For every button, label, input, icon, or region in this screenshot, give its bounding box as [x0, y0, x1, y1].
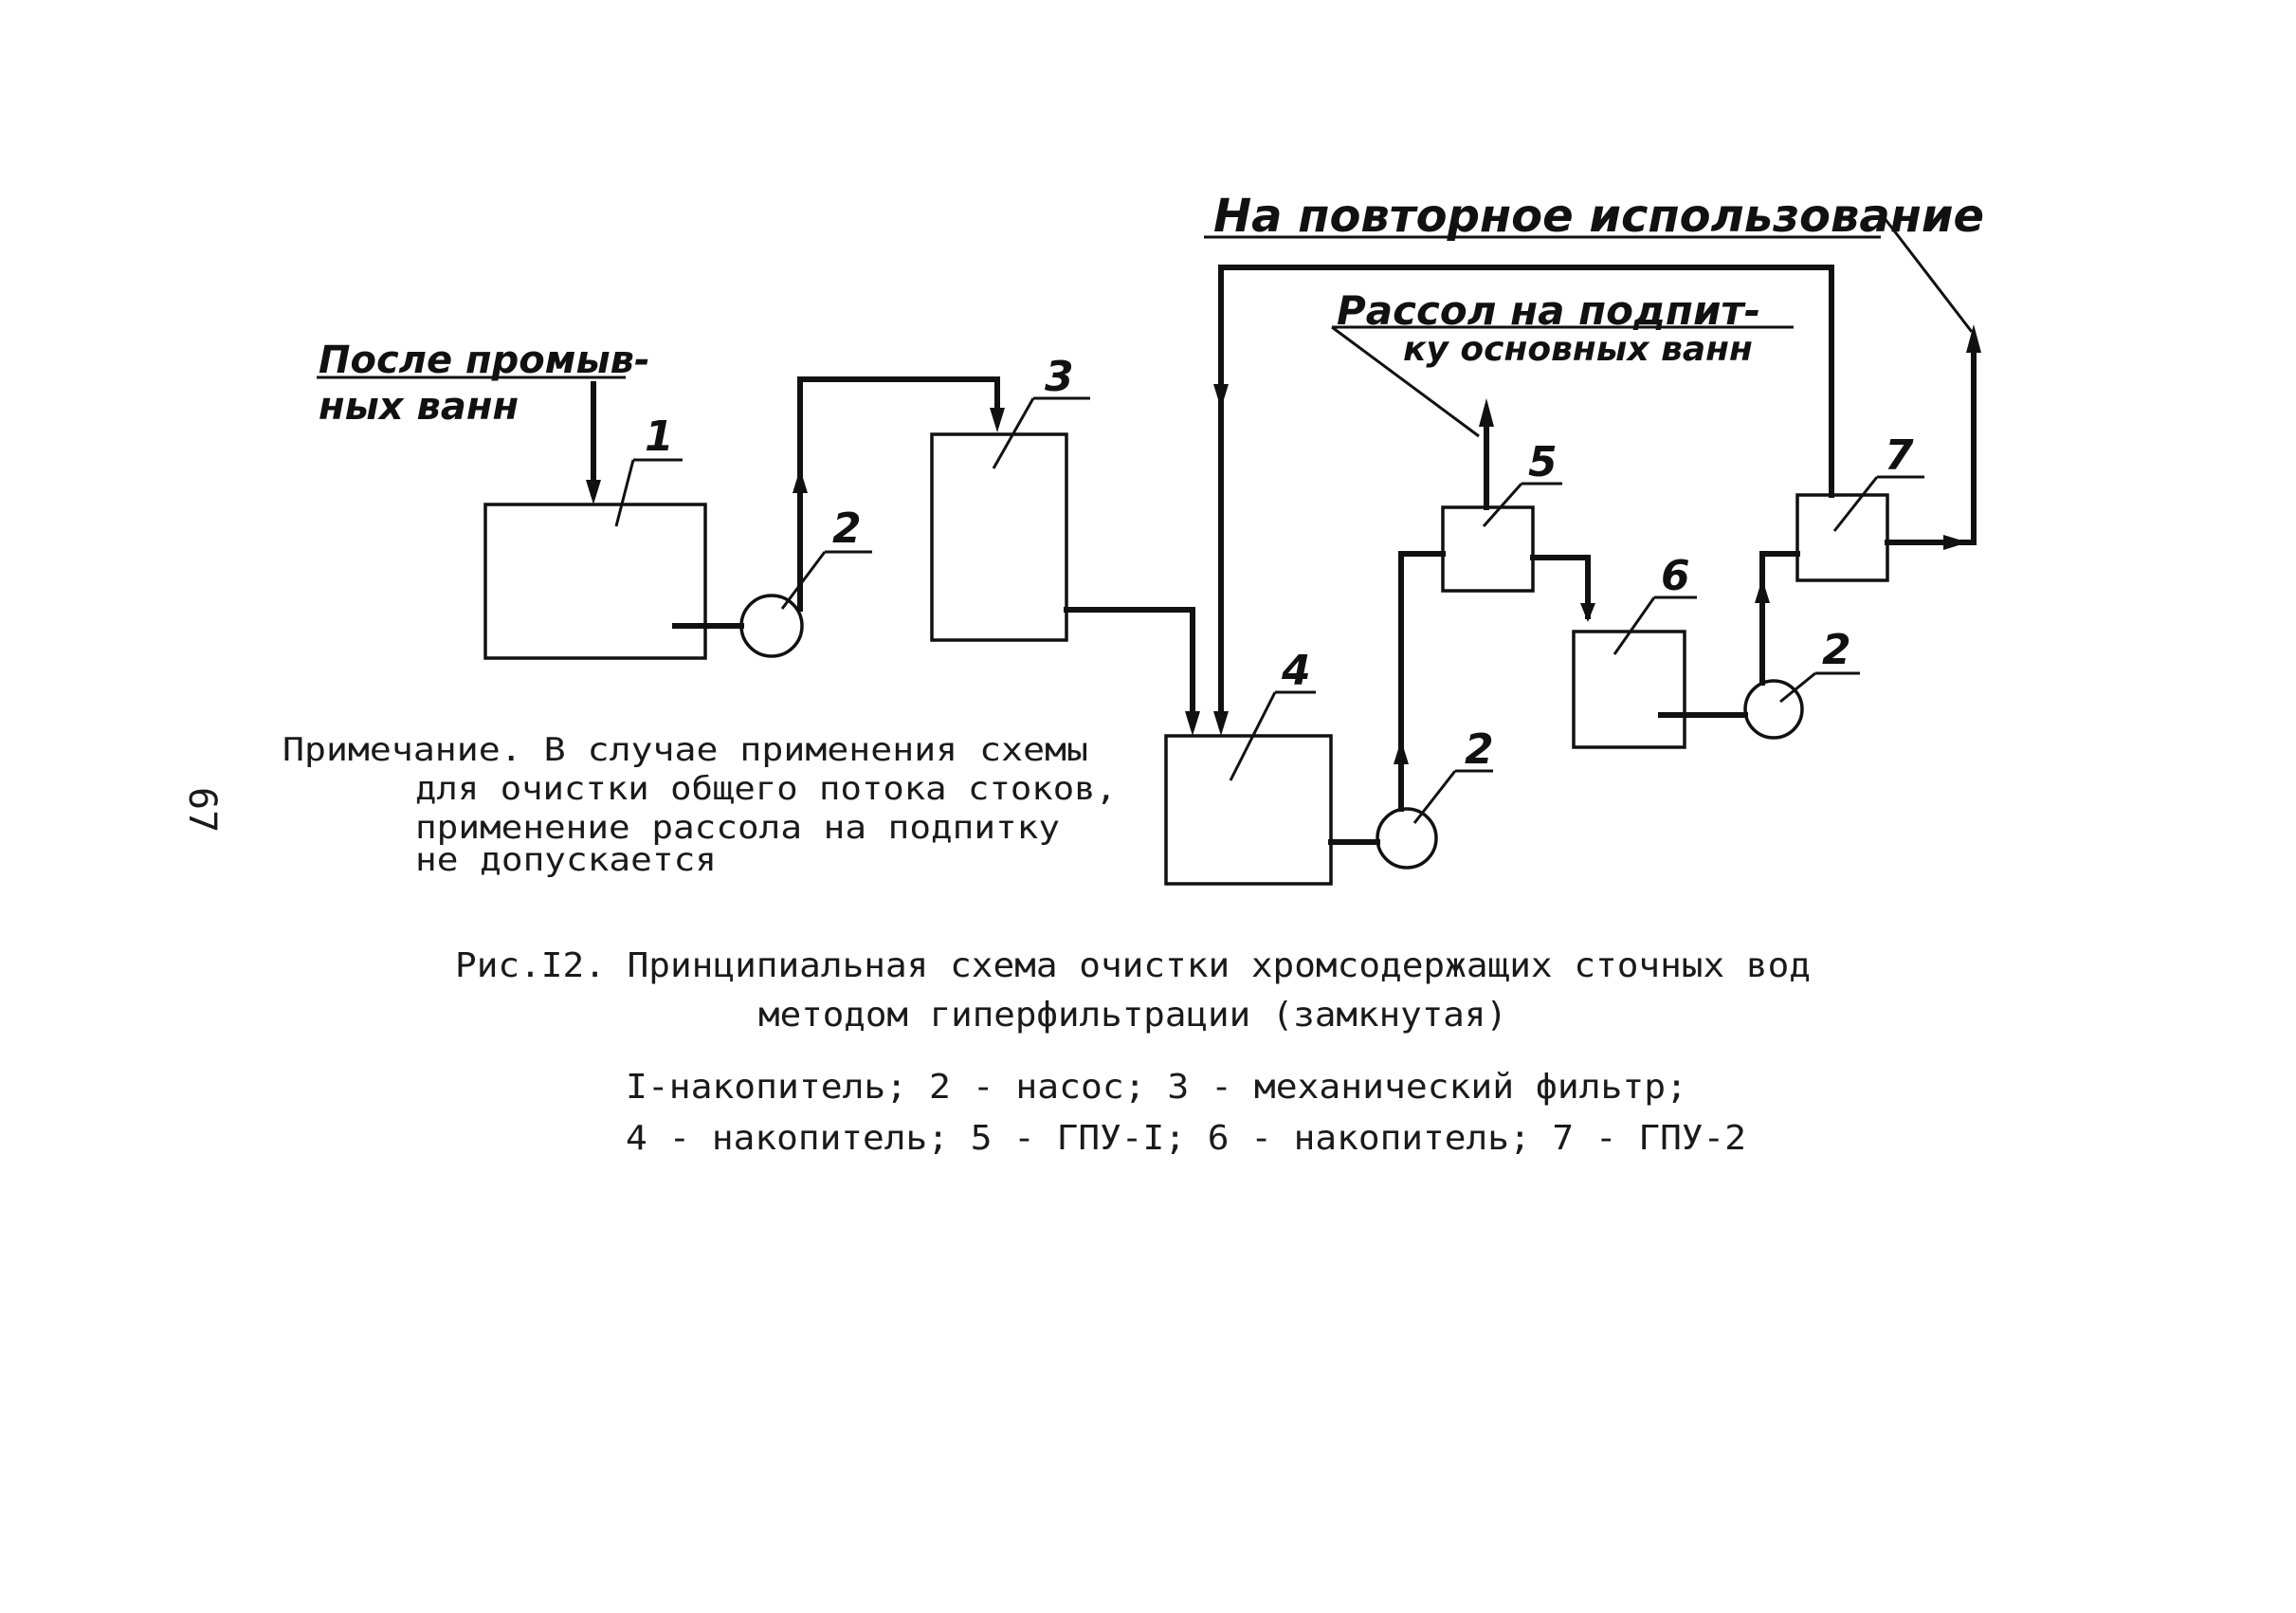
pipe-7-to-reuse: [1885, 339, 1977, 545]
caption-title-line-1: Рис.I2. Принципиальная схема очистки хро…: [455, 946, 1811, 985]
label-reuse: На повторное использование: [1213, 190, 1984, 243]
arrow-down-into-3: [990, 408, 1005, 432]
arrow-up-pump-2c: [1755, 578, 1770, 603]
node-number-3: 3: [1045, 353, 1074, 401]
note-line-2: для очистки общего потока стоков,: [415, 770, 1117, 808]
page-number: 67: [180, 787, 224, 833]
label-inlet-line1: После промыв-: [319, 339, 650, 382]
leader-node-7: [1832, 475, 1924, 532]
node-number-2b: 2: [1465, 725, 1494, 774]
node-number-7: 7: [1885, 431, 1914, 480]
node-number-2a: 2: [832, 504, 862, 553]
node-number-5: 5: [1528, 438, 1558, 486]
note-line-3: применение рассола на подпитку: [415, 809, 1060, 847]
leader-node-2a: [780, 550, 872, 610]
node-number-2c: 2: [1822, 626, 1851, 674]
pipe-pump-to-3: [797, 376, 1000, 612]
arrow-down-into-4b: [1213, 711, 1229, 736]
arrow-up-reuse: [1966, 324, 1981, 353]
leader-node-6: [1613, 596, 1697, 655]
arrow-up-pump-2b: [1394, 740, 1409, 764]
arrow-down-into-6: [1580, 603, 1595, 622]
pump-2b: [1376, 807, 1438, 870]
arrow-down-return: [1213, 384, 1229, 409]
pipe-pump-to-5: [1398, 551, 1446, 812]
caption-legend-line-1: I-накопитель; 2 - насос; 3 - механически…: [626, 1068, 1687, 1107]
mechanical-filter-3-box: [930, 432, 1068, 642]
gpu-2-unit-7-box: [1795, 493, 1889, 582]
node-number-1: 1: [645, 412, 674, 461]
leader-node-2b: [1412, 769, 1493, 824]
leader-node-2c: [1779, 671, 1860, 704]
pump-2a: [739, 594, 804, 658]
arrow-up-brine: [1479, 398, 1494, 427]
arrow-up-pump-2a: [793, 468, 808, 493]
accumulator-6-box: [1572, 630, 1686, 749]
label-inlet-line2: ных ванн: [319, 385, 519, 429]
leader-reuse: [1879, 212, 1974, 333]
node-number-6: 6: [1661, 552, 1690, 600]
pipe-3-to-4: [1064, 607, 1195, 716]
pipe-pump-to-7: [1759, 551, 1800, 686]
node-number-4: 4: [1281, 647, 1311, 695]
leader-node-3: [992, 396, 1090, 469]
label-brine-line1: Рассол на подпит-: [1337, 287, 1760, 334]
note-line-4: не допускается: [415, 841, 717, 879]
figure-caption: Рис.I2. Принципиальная схема очистки хро…: [455, 946, 1811, 1158]
leader-node-5: [1482, 482, 1562, 527]
caption-legend-line-2: 4 - накопитель; 5 - ГПУ-I; 6 - накопител…: [626, 1119, 1746, 1158]
arrow-down-into-4a: [1185, 711, 1200, 736]
caption-title-line-2: методом гиперфильтрации (замкнутая): [758, 996, 1507, 1035]
leader-brine: [1331, 325, 1480, 438]
pipe-5-to-6: [1530, 555, 1591, 619]
leader-node-4: [1229, 690, 1316, 781]
leader-node-1: [614, 458, 683, 527]
accumulator-4-box: [1164, 734, 1333, 886]
accumulator-1-box: [483, 503, 707, 660]
note-line-1: Примечание. В случае применения схемы: [282, 731, 1088, 769]
arrow-down-inlet: [586, 480, 601, 504]
label-brine-line2: ку основных ванн: [1403, 330, 1753, 369]
pipe-7-return-to-4: [1218, 265, 1834, 716]
arrow-right-permeate: [1943, 535, 1968, 550]
note-block: Примечание. В случае применения схемы дл…: [282, 731, 1117, 879]
pump-2c: [1743, 679, 1804, 740]
